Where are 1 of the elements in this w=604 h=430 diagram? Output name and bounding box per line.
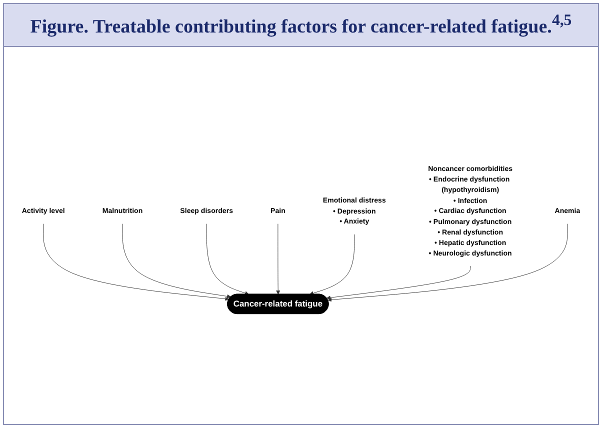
figure-title: Figure. Treatable contributing factors for cancer-related fatigue.$^{4,5}$	[4, 4, 598, 48]
